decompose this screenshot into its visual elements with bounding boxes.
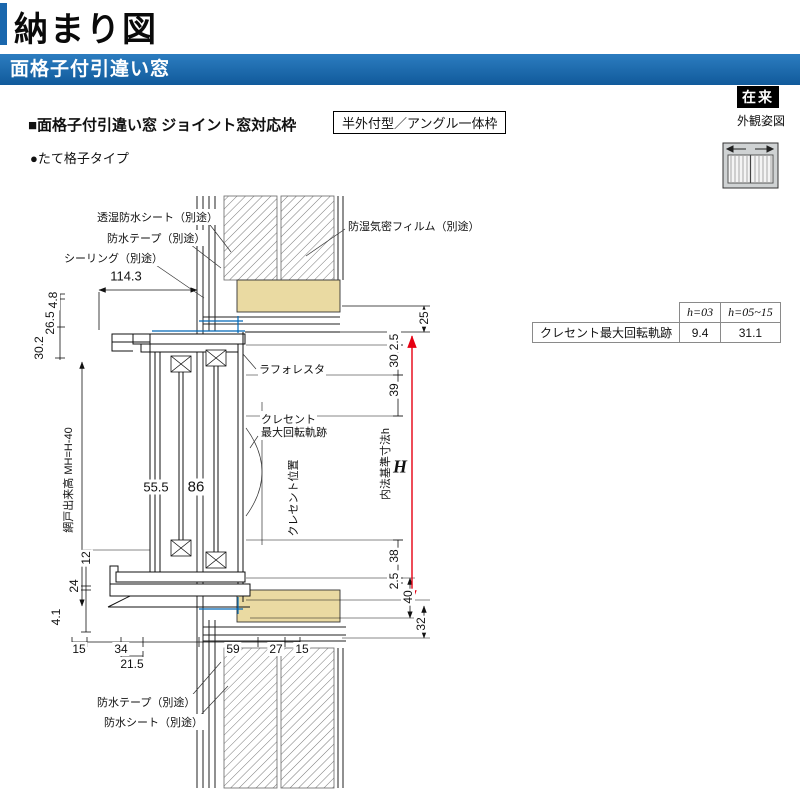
frame-type-box: 半外付型／アングル一体枠 — [333, 111, 507, 134]
dim-15-right: 15 — [293, 642, 311, 656]
dim-21-5: 21.5 — [118, 657, 146, 671]
product-banner-label: 面格子付引違い窓 — [10, 59, 171, 80]
window-appearance-icon — [722, 142, 779, 189]
table-col-h03: h=03 — [679, 302, 722, 323]
section-heading: ■面格子付引違い窓 ジョイント窓対応枠 — [28, 117, 297, 134]
blue-accent-lines — [152, 316, 245, 614]
window-frame-section — [107, 332, 251, 608]
callout-waterproof-sheet-bottom: 防水シート（別途） — [103, 714, 204, 730]
method-badge: 在来 — [737, 86, 779, 108]
table-val-h03: 9.4 — [679, 322, 722, 343]
dim-27: 27 — [267, 642, 285, 656]
glazing-blocks — [170, 349, 227, 569]
dim-26-5: 26.5 — [43, 309, 57, 337]
label-height-symbol: H — [390, 456, 410, 478]
dim-114-3: 114.3 — [108, 268, 144, 284]
grille-lines-icon — [730, 156, 772, 182]
dim-4-8: 4.8 — [46, 289, 60, 311]
appearance-label: 外観姿図 — [737, 114, 786, 128]
dim-4-1: 4.1 — [49, 606, 63, 628]
callout-sealing: シーリング（別途） — [63, 250, 164, 266]
page-title: 納まり図 — [14, 11, 158, 49]
grille-type-label: ●たて格子タイプ — [30, 151, 129, 166]
label-screen-height: 網戸出来高 MH=H-40 — [60, 425, 76, 535]
dim-86: 86 — [185, 478, 207, 496]
table-col-h0515: h=05~15 — [720, 302, 781, 323]
insulation-hatch — [223, 195, 335, 789]
dim-30-2: 30.2 — [32, 334, 46, 362]
dim-15-left: 15 — [70, 642, 88, 656]
table-blank-cell — [533, 303, 680, 323]
callout-waterproof-tape-top: 防水テープ（別途） — [106, 230, 207, 246]
callout-crescent-track-2: 最大回転軌跡 — [260, 424, 328, 440]
crescent-table-data-row: クレセント最大回転軌跡 9.4 31.1 — [531, 322, 781, 343]
dim-2-5-top: 2.5 — [387, 331, 401, 353]
dim-24: 24 — [67, 577, 81, 595]
table-val-h0515: 31.1 — [720, 322, 781, 343]
dim-59: 59 — [224, 642, 242, 656]
wood-blocking — [236, 279, 341, 623]
dim-12: 12 — [79, 549, 93, 567]
dim-2-5-bottom: 2.5 — [387, 570, 401, 592]
dim-39: 39 — [387, 381, 401, 399]
label-crescent-position: クレセント位置 — [285, 457, 301, 539]
callout-laforesta: ラフォレスタ — [258, 361, 326, 377]
crescent-table: h=03 h=05~15 クレセント最大回転軌跡 9.4 31.1 — [531, 302, 781, 343]
dim-40: 40 — [401, 588, 415, 606]
callout-moisture-film: 防湿気密フィルム（別途） — [347, 218, 481, 234]
dim-55-5: 55.5 — [141, 479, 171, 495]
dim-25: 25 — [417, 309, 431, 327]
table-row-label: クレセント最大回転軌跡 — [531, 322, 681, 343]
callout-breathable-sheet: 透湿防水シート（別途） — [96, 209, 219, 225]
dim-38: 38 — [387, 547, 401, 565]
callout-crescent-track-1: クレセント — [260, 411, 317, 427]
title-accent-bar — [0, 3, 7, 45]
crescent-table-header-row: h=03 h=05~15 — [533, 302, 781, 323]
dim-32: 32 — [414, 615, 428, 633]
dim-30: 30 — [387, 352, 401, 370]
slide-arrows-icon — [725, 145, 775, 153]
product-banner: 面格子付引違い窓 — [0, 54, 800, 85]
callout-waterproof-tape-bottom: 防水テープ（別途） — [96, 694, 197, 710]
dim-34: 34 — [112, 642, 130, 656]
